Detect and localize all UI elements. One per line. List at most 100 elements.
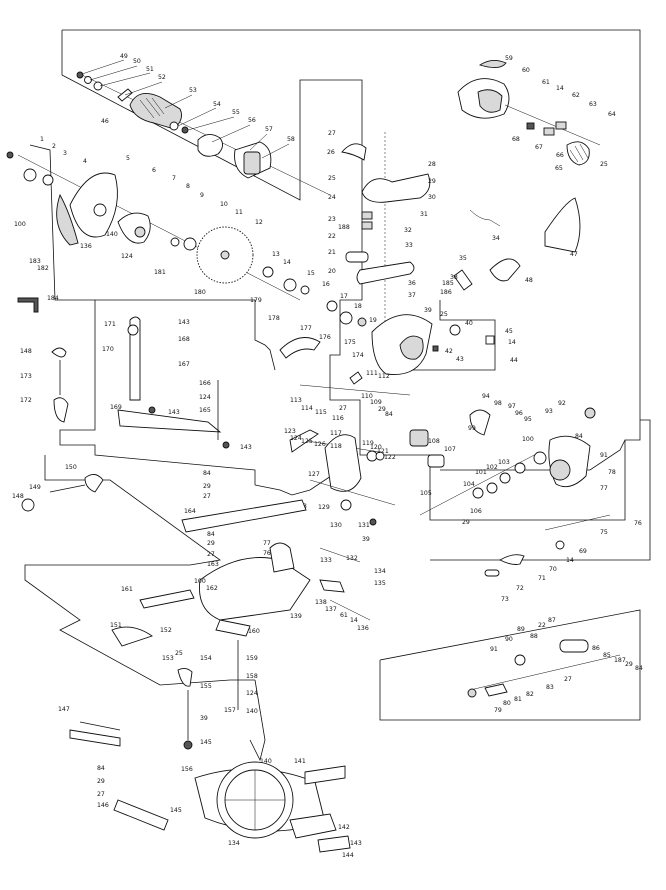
part-label: 179 xyxy=(250,297,262,304)
part-label: 143 xyxy=(178,319,190,326)
part-label: 50 xyxy=(133,58,141,65)
part-label: 29 xyxy=(97,778,105,785)
part-label: 157 xyxy=(224,707,236,714)
part-label: 68 xyxy=(512,136,520,143)
part-label: 73 xyxy=(501,596,509,603)
part-label: 151 xyxy=(110,622,122,629)
part-label: 187 xyxy=(614,657,626,664)
part-label: 171 xyxy=(104,321,116,328)
part-label: 177 xyxy=(300,325,312,332)
part-label: 46 xyxy=(101,118,109,125)
part-label: 91 xyxy=(600,452,608,459)
part-label: 148 xyxy=(20,348,32,355)
part-label: 122 xyxy=(384,454,396,461)
part-label: 13 xyxy=(272,251,280,258)
laser-labels: 89 88 87 22 86 85 187 29 84 90 91 27 83 … xyxy=(490,617,643,714)
part-label: 118 xyxy=(330,443,342,450)
part-label: 27 xyxy=(203,493,211,500)
part-label: 114 xyxy=(301,405,313,412)
part-label: 83 xyxy=(546,684,554,691)
part-label: 150 xyxy=(65,464,77,471)
part-label: 49 xyxy=(120,53,128,60)
part-label: 75 xyxy=(600,529,608,536)
part-label: 142 xyxy=(338,824,350,831)
part-label: 161 xyxy=(121,586,133,593)
part-label: 57 xyxy=(265,126,273,133)
part-label: 36 xyxy=(408,280,416,287)
part-label: 45 xyxy=(505,328,513,335)
part-label: 67 xyxy=(535,144,543,151)
part-label: 86 xyxy=(592,645,600,652)
part-label: 113 xyxy=(290,397,302,404)
part-label: 166 xyxy=(199,380,211,387)
handle-labels: 27 26 28 29 25 24 30 31 23 188 32 22 21 … xyxy=(319,130,578,364)
part-label: 185 xyxy=(442,280,454,287)
part-label: 29 xyxy=(203,483,211,490)
part-label: 29 xyxy=(625,661,633,668)
part-label: 136 xyxy=(80,243,92,250)
part-label: 33 xyxy=(405,242,413,249)
part-label: 7 xyxy=(172,175,176,182)
part-label: 14 xyxy=(283,259,291,266)
part-label: 31 xyxy=(420,211,428,218)
part-label: 48 xyxy=(525,277,533,284)
part-label: 84 xyxy=(635,665,643,672)
laser-assembly xyxy=(467,639,621,698)
part-label: 77 xyxy=(263,540,271,547)
part-label: 102 xyxy=(486,464,498,471)
part-label: 131 xyxy=(358,522,370,529)
part-label: 47 xyxy=(570,251,578,258)
part-label: 81 xyxy=(514,696,522,703)
part-label: 100 xyxy=(194,578,206,585)
part-label: 42 xyxy=(445,348,453,355)
part-label: 66 xyxy=(556,152,564,159)
part-label: 25 xyxy=(328,175,336,182)
part-label: 97 xyxy=(508,403,516,410)
pivot-assembly xyxy=(419,407,611,577)
part-label: 94 xyxy=(482,393,490,400)
part-label: 112 xyxy=(378,373,390,380)
part-label: 14 xyxy=(556,85,564,92)
part-label: 141 xyxy=(294,758,306,765)
part-label: 175 xyxy=(344,339,356,346)
part-label: 143 xyxy=(168,409,180,416)
part-label: 22 xyxy=(328,233,336,240)
part-label: 163 xyxy=(207,561,219,568)
part-label: 172 xyxy=(20,397,32,404)
part-label: 132 xyxy=(346,555,358,562)
part-label: 103 xyxy=(498,459,510,466)
base-assembly xyxy=(69,721,351,853)
part-label: 186 xyxy=(440,289,452,296)
part-label: 43 xyxy=(456,356,464,363)
handle-assembly xyxy=(279,132,581,376)
part-label: 154 xyxy=(200,655,212,662)
part-label: 29 xyxy=(428,178,436,185)
part-label: 106 xyxy=(470,508,482,515)
part-label: 158 xyxy=(246,673,258,680)
blade-guard-assembly xyxy=(6,151,367,327)
part-label: 146 xyxy=(97,802,109,809)
part-label: 124 xyxy=(290,435,302,442)
part-label: 8 xyxy=(186,183,190,190)
part-label: 155 xyxy=(200,683,212,690)
part-label: 145 xyxy=(200,739,212,746)
part-label: 115 xyxy=(315,409,327,416)
part-label: 29 xyxy=(378,406,386,413)
part-label: 127 xyxy=(308,471,320,478)
motor-cover-assembly xyxy=(457,60,601,166)
part-label: 64 xyxy=(608,111,616,118)
part-label: 129 xyxy=(318,504,330,511)
motor-labels: 49 50 51 52 53 54 55 56 57 58 46 xyxy=(81,53,295,159)
part-label: 170 xyxy=(102,346,114,353)
part-label: 61 xyxy=(542,79,550,86)
fence-table-labels: 150 149 148 84 29 27 164 84 29 27 163 16… xyxy=(12,464,369,746)
part-label: 25 xyxy=(440,311,448,318)
group-outlines xyxy=(24,29,651,762)
part-label: 27 xyxy=(564,676,572,683)
part-label: 25 xyxy=(600,161,608,168)
part-label: 26 xyxy=(327,149,335,156)
part-label: 140 xyxy=(106,231,118,238)
part-label: 55 xyxy=(232,109,240,116)
part-label: 96 xyxy=(515,410,523,417)
part-label: 39 xyxy=(200,715,208,722)
